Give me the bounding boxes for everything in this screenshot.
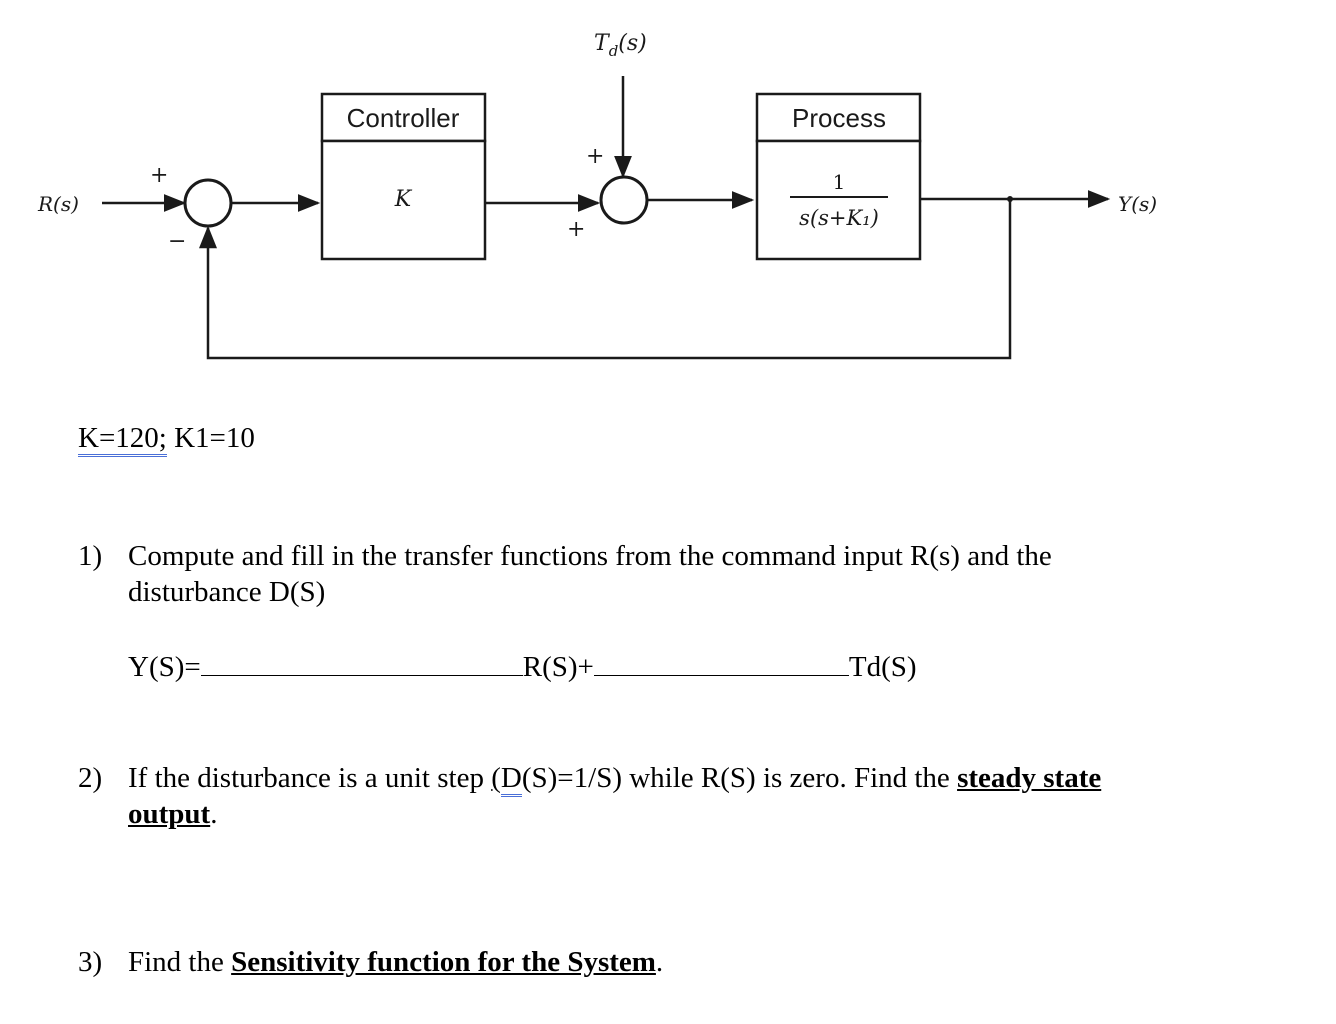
sum2-plus-left: + [567,217,585,242]
question-1-line1: Compute and fill in the transfer functio… [128,540,1052,572]
parameters-text: K=120; K1=10 [78,421,255,457]
question-2-continuation: output. [128,797,217,831]
question-1-line2: disturbance D(S) [128,576,326,608]
question-3-number: 3) [78,946,103,978]
question-2-pre: If the disturbance is a unit step [128,762,492,794]
question-1-continuation: disturbance D(S) [128,575,325,609]
controller-gain: K [394,187,413,212]
equation-row: Y(S)= R(S)+ Td(S) [128,650,917,684]
question-2-end: . [210,798,218,830]
question-2-d: D [500,762,522,797]
disturbance-label: Td(s) [594,31,647,60]
sum1-plus-sign: + [150,163,168,188]
sum2-plus-top: + [586,144,604,169]
answer-blank-r[interactable] [200,653,523,676]
controller-block: Controller K [320,92,487,261]
question-1: 1) Compute and fill in the transfer funct… [78,539,1052,573]
equation-lhs: Y(S)= [128,651,201,683]
sum1-minus-sign: − [168,229,186,254]
answer-blank-td[interactable] [593,653,849,676]
process-denominator: s(s+K₁) [799,206,879,230]
param-k1: K1=10 [166,422,255,454]
process-block: Process 1 s(s+K₁) [755,92,922,261]
feedback-path [199,199,1012,360]
equation-mid: R(S)+ [522,651,594,683]
equation-rhs: Td(S) [848,651,917,683]
question-3: 3) Find the Sensitivity function for the … [78,945,663,979]
summing-junction-2 [599,175,649,225]
process-title: Process [792,103,886,133]
question-2: 2) If the disturbance is a unit step (D(S… [78,761,1102,797]
controller-title: Controller [347,103,460,133]
question-2-output: output [128,798,211,830]
question-3-end: . [655,946,664,978]
question-1-number: 1) [78,540,103,572]
question-2-paren: ( [491,762,501,794]
question-3-pre: Find the [128,946,232,978]
summing-junction-1 [183,178,233,228]
output-label: Y(s) [1118,192,1157,216]
question-3-sensitivity: Sensitivity function for the System [231,946,656,978]
question-2-rest: (S)=1/S) while R(S) is zero. Find the [521,762,958,794]
process-numerator: 1 [833,170,846,194]
param-k: K=120; [78,422,167,457]
input-label: R(s) [37,192,79,216]
question-2-number: 2) [78,762,103,794]
question-2-steady-state: steady state [957,762,1102,794]
block-diagram: R(s) + − Controller K + Td(s) + Process … [37,31,1157,360]
